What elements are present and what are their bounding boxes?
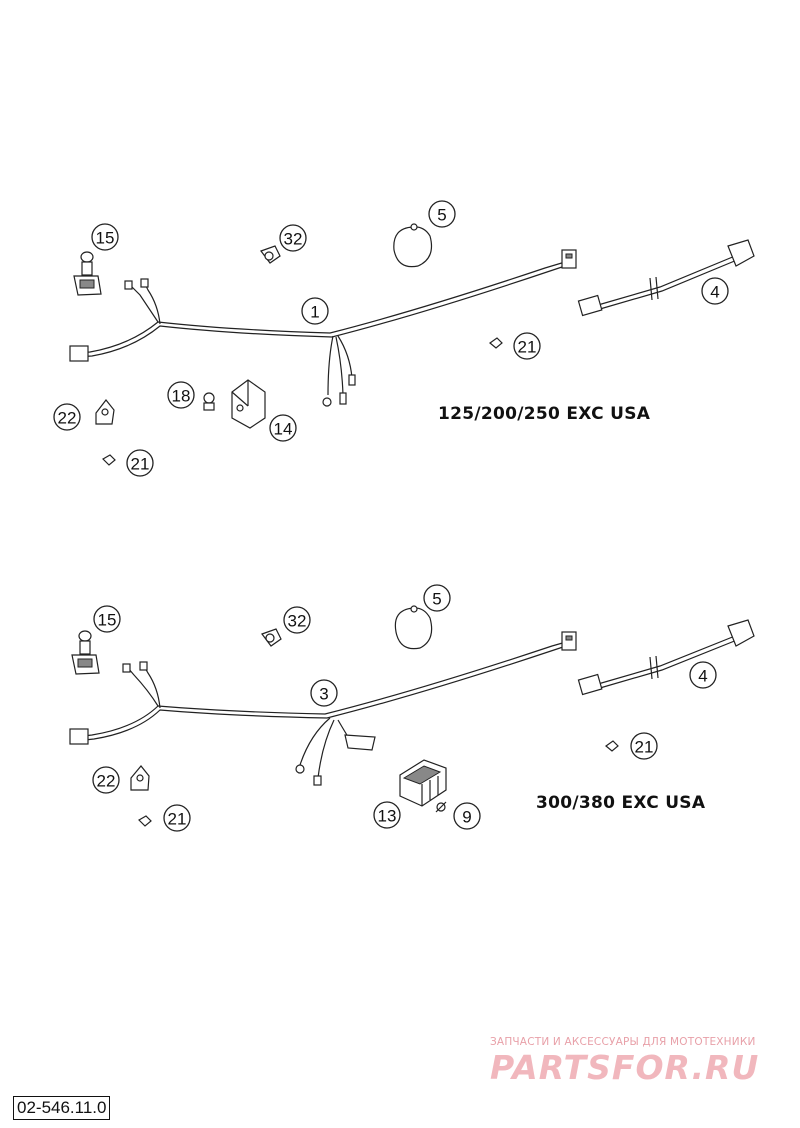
callout-22: 22 [53,403,81,431]
watermark-tagline: ЗАПЧАСТИ И АКСЕССУАРЫ ДЛЯ МОТОТЕХНИКИ [490,1036,756,1048]
assembly-125-200-250: 15 32 5 1 4 21 18 14 22 21 [53,200,755,477]
cable-part-4-lower [577,619,755,696]
model-label-125-200-250: 125/200/250 EXC USA [438,404,651,424]
callout-21: 21 [513,332,541,360]
svg-text:22: 22 [97,772,116,791]
svg-text:4: 4 [698,667,707,686]
callout-14: 14 [269,414,297,442]
svg-text:21: 21 [635,738,654,757]
svg-text:4: 4 [710,283,719,302]
svg-text:21: 21 [168,810,187,829]
cable-part-4 [577,239,755,317]
svg-text:9: 9 [462,808,471,827]
screw-part-21-a [489,337,503,349]
watermark-logo: PARTSFOR.RU [490,1048,760,1087]
svg-text:13: 13 [378,807,397,826]
svg-text:21: 21 [518,338,537,357]
wire-harness-3 [69,631,577,786]
callout-5: 5 [428,200,456,228]
callout-21: 21 [126,449,154,477]
svg-text:32: 32 [288,612,307,631]
callout-3: 3 [310,679,338,707]
svg-text:1: 1 [310,303,319,322]
callout-15: 15 [91,223,119,251]
regulator-part-13 [399,759,447,807]
screw-part-21-lower-a [605,740,619,752]
clip-part-32-lower [261,628,282,647]
callout-15: 15 [93,605,121,633]
screw-part-21-lower-b [138,815,152,827]
cable-strap-part-5-lower [394,605,433,650]
bracket-part-22 [95,399,115,425]
switch-part-15 [73,251,102,296]
callout-32: 32 [279,224,307,252]
screw-part-18 [203,392,215,411]
svg-text:32: 32 [284,230,303,249]
wire-harness-1 [69,249,577,407]
callout-5: 5 [423,584,451,612]
screw-part-21-b [102,454,116,466]
callout-13: 13 [373,801,401,829]
callout-1: 1 [301,297,329,325]
document-number: 02-546.11.0 [13,1096,111,1120]
svg-text:15: 15 [98,611,117,630]
bracket-part-22-lower [130,765,150,791]
model-label-300-380: 300/380 EXC USA [536,793,706,813]
assembly-300-380: 15 32 5 3 4 21 22 21 13 9 [69,584,755,832]
svg-text:5: 5 [432,590,441,609]
callout-4: 4 [689,661,717,689]
callout-22: 22 [92,766,120,794]
svg-text:18: 18 [172,387,191,406]
callout-21: 21 [630,732,658,760]
svg-text:3: 3 [319,685,328,704]
clip-part-32 [260,245,281,264]
callout-4: 4 [701,277,729,305]
callout-32: 32 [283,606,311,634]
callout-9: 9 [453,802,481,830]
screw-part-9 [435,801,447,813]
svg-text:14: 14 [274,420,293,439]
svg-text:5: 5 [437,206,446,225]
switch-part-15-lower [71,630,100,675]
callout-21: 21 [163,804,191,832]
relay-part-14 [231,379,266,429]
svg-text:15: 15 [96,229,115,248]
cable-strap-part-5 [393,223,433,268]
callout-18: 18 [167,381,195,409]
svg-text:21: 21 [131,455,150,474]
svg-text:22: 22 [58,409,77,428]
